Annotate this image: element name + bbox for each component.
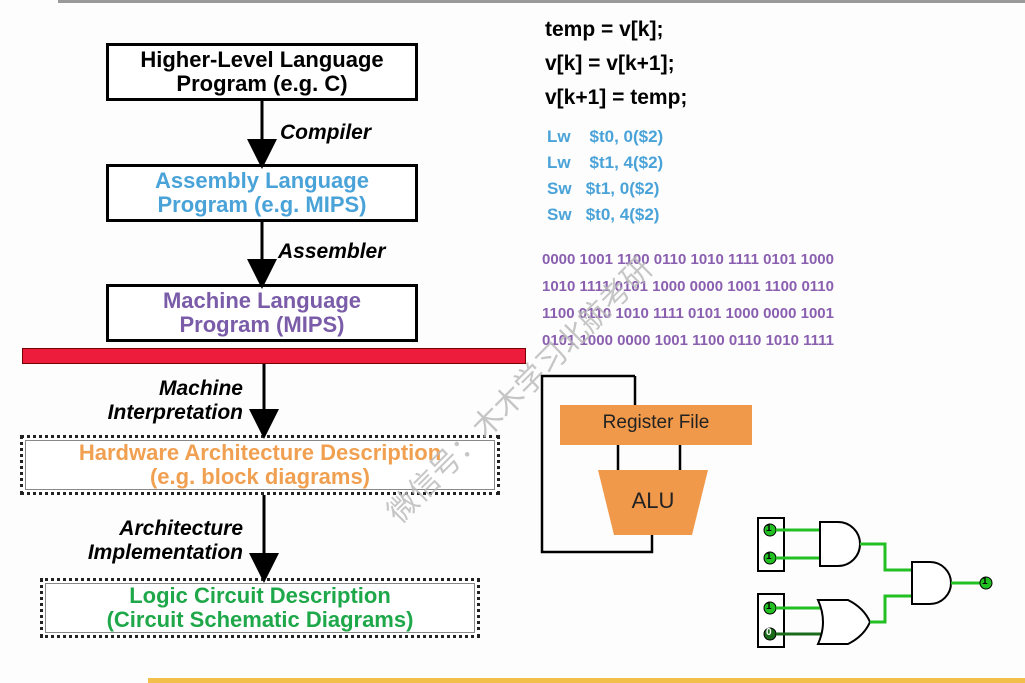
- input-2-value: 1: [766, 551, 772, 562]
- hardware-block-diagram: [540, 374, 752, 554]
- asm-line-4: Sw $t0, 4($2): [547, 205, 660, 224]
- asm-line-3: Sw $t1, 0($2): [547, 179, 660, 198]
- asm-line-1: Lw $t0, 0($2): [547, 127, 664, 146]
- bin-line-2: 1010 1111 0101 1000 0000 1001 1100 0110: [542, 278, 834, 295]
- output-value: 1: [982, 576, 988, 587]
- compiler-label: Compiler: [280, 121, 372, 144]
- input-1-value: 1: [766, 523, 772, 534]
- bottom-bar: [148, 678, 1025, 683]
- top-divider: [58, 0, 1025, 3]
- alu-label: ALU: [631, 488, 675, 513]
- assembler-label: Assembler: [278, 240, 386, 263]
- bin-line-1: 0000 1001 1100 0110 1010 1111 0101 1000: [542, 251, 834, 268]
- logic-circuit-box: Logic Circuit Description (Circuit Schem…: [40, 578, 480, 638]
- register-file-label: Register File: [602, 412, 710, 433]
- input-4-value: 0: [766, 627, 772, 638]
- c-line-1: temp = v[k];: [545, 18, 664, 41]
- logic-circuit-diagram: [757, 517, 993, 648]
- asm-line-2: Lw $t1, 4($2): [547, 153, 664, 172]
- bin-line-4: 0101 1000 0000 1001 1100 0110 1010 1111: [542, 332, 834, 349]
- architecture-implementation-label: Architecture Implementation: [87, 517, 243, 564]
- input-3-value: 1: [766, 601, 772, 612]
- machine-interpretation-label: Machine Interpretation: [107, 377, 243, 424]
- c-line-2: v[k] = v[k+1];: [545, 52, 675, 75]
- high-level-language-box: Higher-Level Language Program (e.g. C): [106, 43, 418, 101]
- red-abstraction-bar: [22, 348, 526, 364]
- bin-line-3: 1100 0110 1010 1111 0101 1000 0000 1001: [542, 305, 834, 322]
- c-line-3: v[k+1] = temp;: [545, 86, 688, 109]
